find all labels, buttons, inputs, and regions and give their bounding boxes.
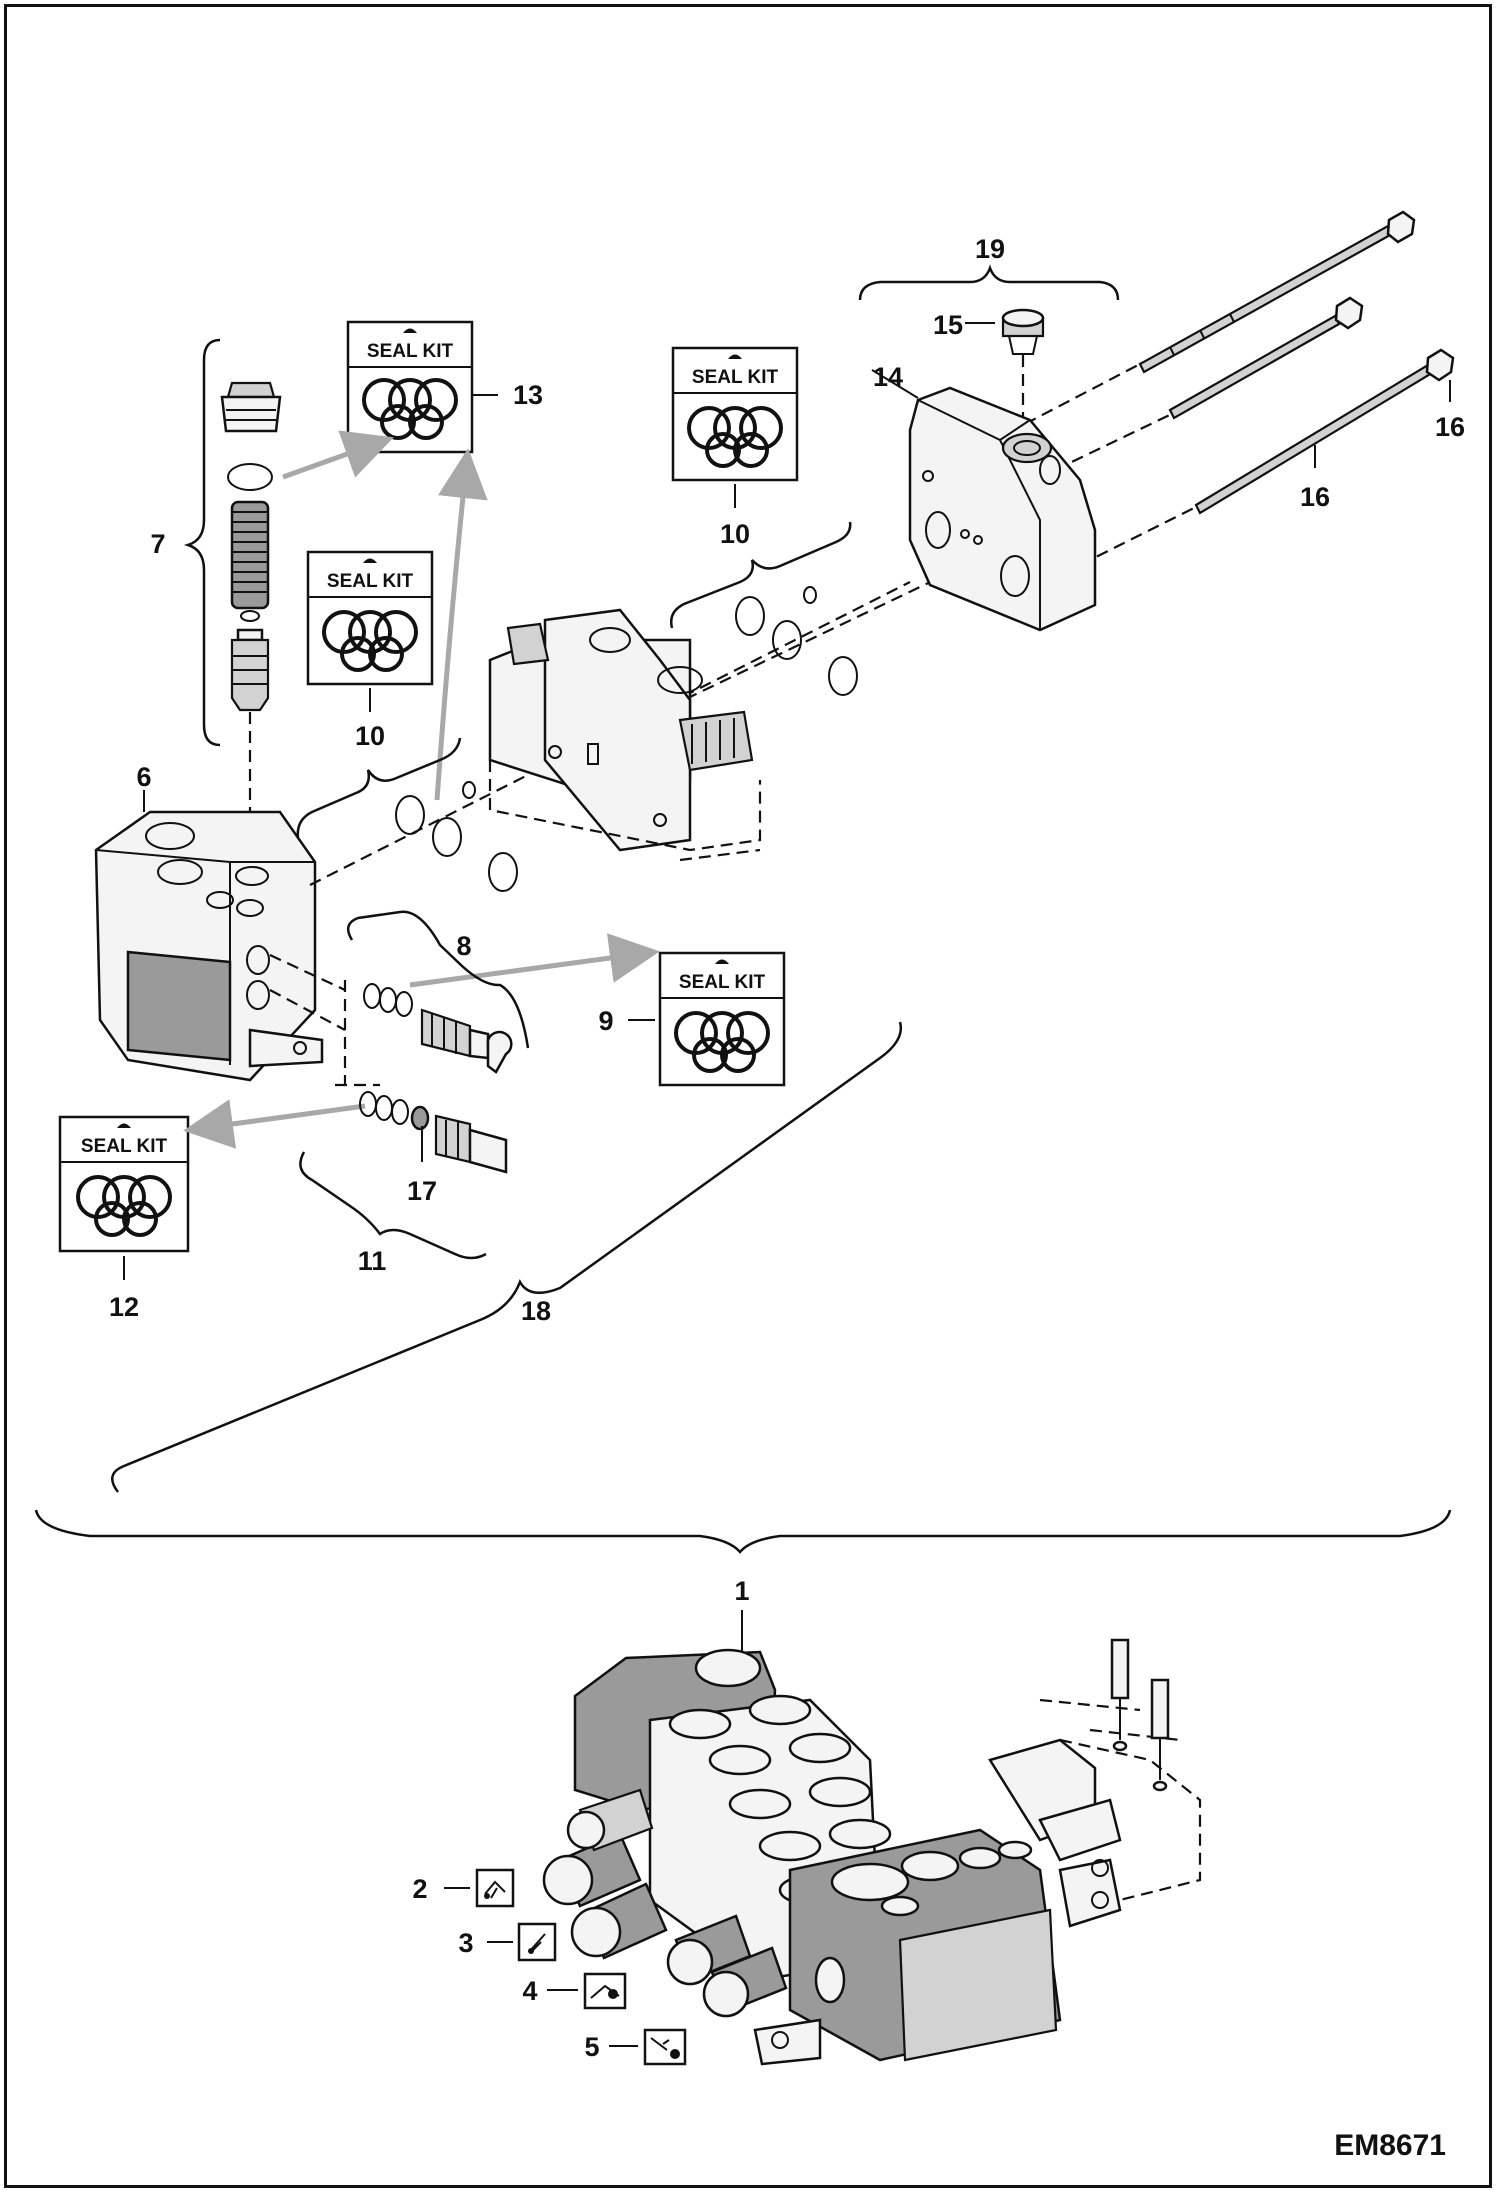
callout-2: 2 (412, 1874, 427, 1904)
kit-hanger-icon (728, 354, 742, 359)
callout-10-left: 10 (355, 721, 385, 751)
callout-labels: 1 2 3 4 5 6 7 8 9 10 10 11 12 13 14 15 1… (109, 234, 1465, 2062)
kit-hanger-icon (715, 959, 729, 964)
accessory-icon-2 (475, 1868, 515, 1908)
callout-19: 19 (975, 234, 1005, 264)
callout-5: 5 (584, 2032, 599, 2062)
solenoids (542, 1788, 788, 2018)
drawing-code: EM8671 (1334, 2129, 1446, 2162)
coil-connectors (1110, 1638, 1170, 1792)
callout-11: 11 (358, 1246, 387, 1276)
seal-kit-10-left: SEAL KIT (306, 550, 434, 686)
callout-17: 17 (407, 1176, 437, 1206)
seal-kit-label: SEAL KIT (692, 367, 779, 388)
callout-1: 1 (734, 1576, 749, 1606)
accessory-icon-5 (643, 2028, 687, 2066)
callout-16-mid: 16 (1300, 482, 1330, 512)
accessory-icon-3 (517, 1922, 557, 1962)
port-plug-8 (420, 1008, 513, 1074)
kit-hanger-icon (117, 1123, 131, 1128)
seal-kit-label: SEAL KIT (679, 972, 766, 993)
seal-kit-label: SEAL KIT (367, 341, 454, 362)
callout-4: 4 (522, 1976, 537, 2006)
tie-rods (1138, 210, 1455, 515)
section-o-rings (395, 586, 858, 892)
callout-18: 18 (521, 1296, 551, 1326)
plug-15 (1001, 308, 1045, 355)
leader-lines (123, 322, 1451, 2047)
port-o-rings-11 (359, 1091, 430, 1131)
callout-6: 6 (136, 762, 151, 792)
seal-kit-9: SEAL KIT (658, 951, 786, 1087)
callout-14: 14 (873, 362, 903, 392)
callout-8: 8 (456, 931, 471, 961)
spring (230, 500, 270, 610)
kit-hanger-icon (363, 558, 377, 563)
end-plates (988, 1738, 1122, 1928)
callout-10-right: 10 (720, 519, 750, 549)
callout-15: 15 (933, 310, 963, 340)
seal-kit-label: SEAL KIT (81, 1136, 168, 1157)
accessory-icon-4 (583, 1972, 627, 2010)
hydraulic-coupler-icon (484, 1880, 506, 1899)
valve-section (488, 608, 762, 862)
main-valve-assembly (542, 1610, 1202, 2066)
callout-9: 9 (598, 1006, 613, 1036)
port-o-rings-8 (363, 983, 413, 1017)
solenoid-icon (650, 2037, 670, 2051)
callout-13: 13 (513, 380, 543, 410)
seal-kit-reference-arrows (183, 430, 660, 1149)
seal-kit-label: SEAL KIT (327, 571, 414, 592)
callout-12: 12 (109, 1292, 139, 1322)
group-brackets (34, 264, 1452, 1554)
callout-16-right: 16 (1435, 412, 1465, 442)
seal-kit-12: SEAL KIT (58, 1115, 190, 1253)
callout-3: 3 (458, 1928, 473, 1958)
relief-valve-cartridge (220, 381, 282, 878)
seal-kit-10-right: SEAL KIT (671, 346, 799, 482)
kit-hanger-icon (403, 328, 417, 333)
seal-kit-13: SEAL KIT (346, 320, 474, 454)
outlet-end-housing (908, 386, 1097, 632)
callout-7: 7 (150, 529, 165, 559)
inlet-end-housing (94, 810, 324, 1082)
port-plug-11 (434, 1114, 508, 1174)
